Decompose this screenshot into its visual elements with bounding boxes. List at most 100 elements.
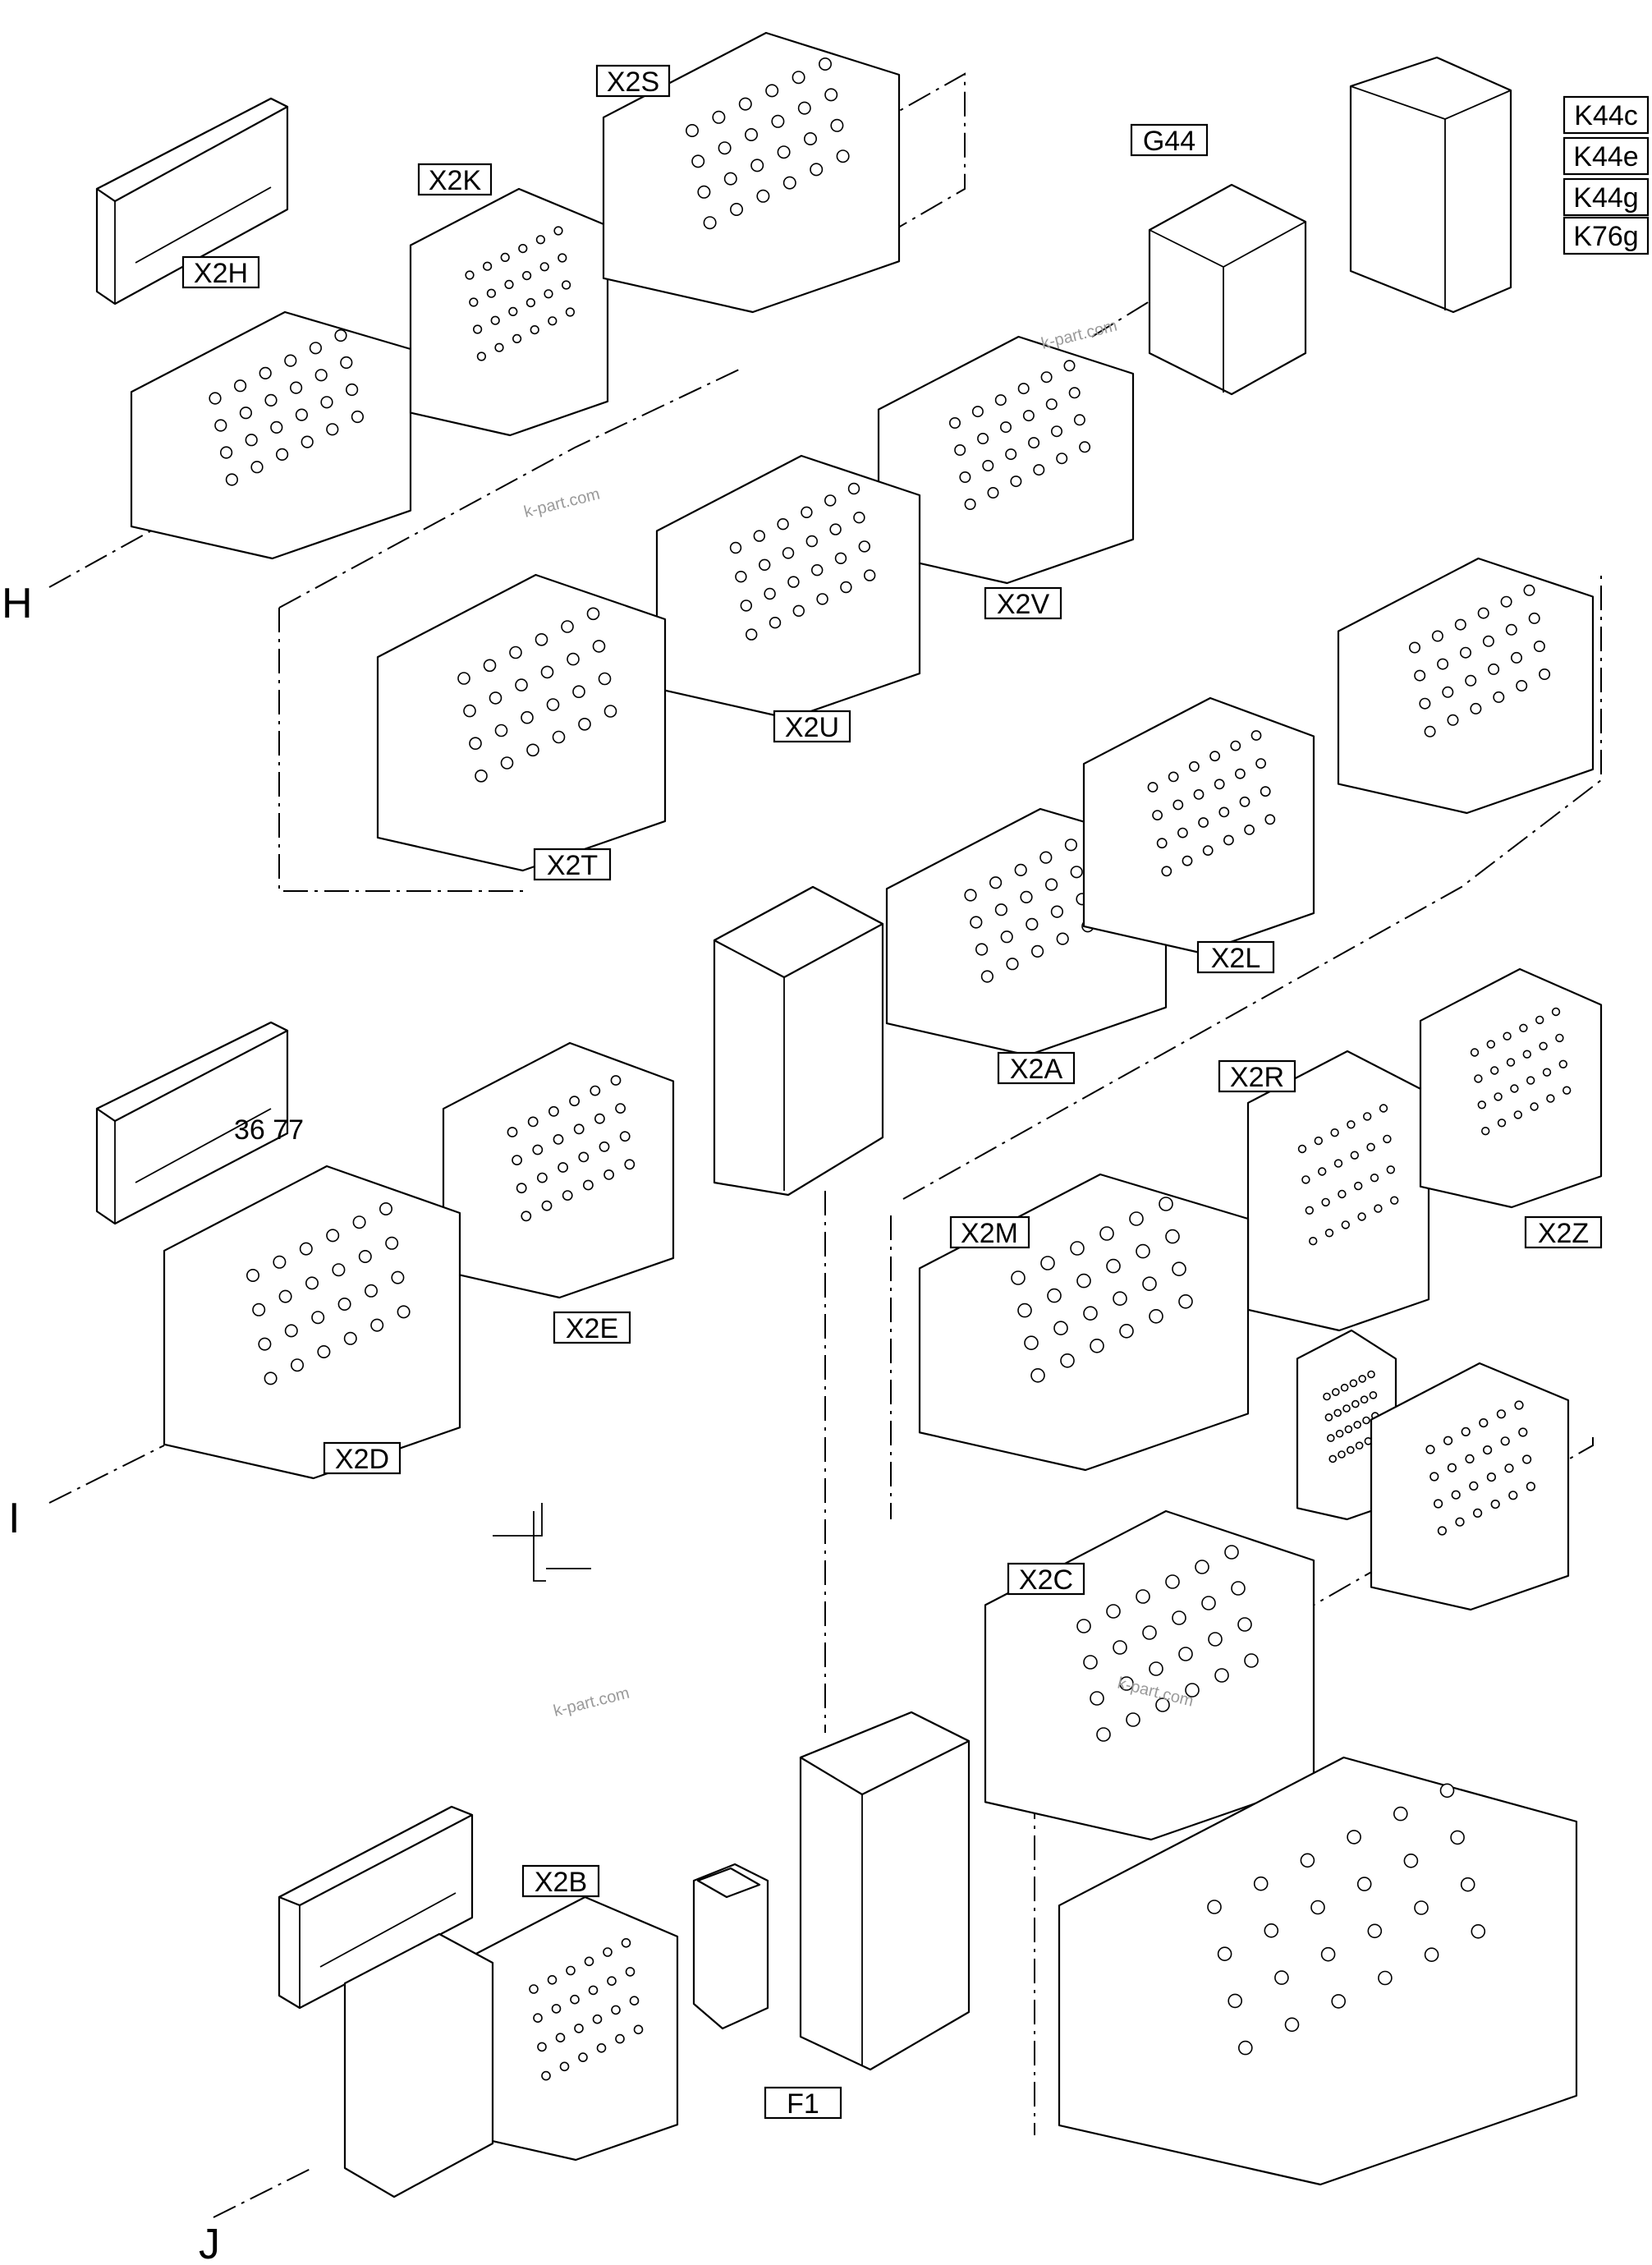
terminal-hole: [1214, 779, 1225, 790]
terminal-hole: [1106, 1258, 1121, 1274]
terminal-hole: [1026, 917, 1039, 930]
terminal-hole: [1508, 1491, 1518, 1500]
terminal-hole: [490, 315, 500, 325]
terminal-hole: [1300, 1853, 1315, 1868]
terminal-hole: [1119, 1676, 1134, 1691]
svg-text:F1: F1: [787, 2088, 819, 2120]
terminal-hole: [1443, 1436, 1453, 1445]
terminal-hole: [273, 1255, 287, 1269]
terminal-hole: [1530, 1102, 1539, 1111]
terminal-hole: [518, 244, 528, 254]
terminal-hole: [457, 672, 470, 685]
terminal-hole: [810, 563, 824, 577]
terminal-hole: [559, 2061, 570, 2072]
terminal-hole: [1433, 1499, 1443, 1509]
terminal-hole: [805, 535, 818, 548]
terminal-hole: [284, 354, 297, 367]
terminal-hole: [1555, 1033, 1564, 1043]
terminal-hole: [1324, 1229, 1334, 1238]
label-k44c: K44c: [1563, 95, 1650, 135]
terminal-hole: [1526, 1482, 1535, 1491]
terminal-hole: [729, 541, 742, 554]
label-x2t: X2T: [533, 848, 612, 881]
terminal-hole: [379, 1202, 392, 1216]
terminal-hole: [578, 717, 591, 731]
terminal-hole: [1050, 905, 1063, 918]
terminal-hole: [787, 576, 800, 588]
terminal-hole: [1047, 1288, 1062, 1303]
terminal-hole: [1489, 1066, 1499, 1075]
terminal-hole: [1369, 1391, 1378, 1399]
terminal-hole: [1323, 1392, 1331, 1401]
terminal-hole: [1477, 607, 1489, 619]
terminal-hole: [334, 328, 347, 342]
terminal-hole: [1516, 679, 1528, 691]
terminal-hole: [599, 1141, 610, 1152]
terminal-hole: [633, 2024, 644, 2035]
terminal-hole: [977, 432, 989, 444]
terminal-hole: [584, 1956, 594, 1967]
svg-text:K76g: K76g: [1573, 221, 1638, 252]
terminal-hole: [629, 1996, 640, 2005]
terminal-hole: [1113, 1640, 1127, 1655]
terminal-hole: [758, 558, 771, 571]
svg-text:X2S: X2S: [607, 67, 659, 98]
terminal-hole: [541, 1200, 553, 1211]
terminal-hole: [1362, 1416, 1370, 1425]
terminal-hole: [1250, 730, 1262, 741]
terminal-hole: [1155, 1698, 1170, 1712]
terminal-hole: [465, 270, 475, 280]
terminal-hole: [245, 434, 258, 447]
terminal-hole: [1228, 1993, 1242, 2009]
terminal-hole: [1152, 810, 1163, 820]
terminal-hole: [1182, 855, 1193, 866]
terminal-hole: [1351, 1399, 1360, 1408]
terminal-hole: [533, 2013, 543, 2023]
terminal-hole: [1504, 1463, 1514, 1473]
terminal-hole: [1314, 1136, 1324, 1146]
terminal-hole: [463, 704, 476, 718]
connector-block: [343, 1932, 494, 2198]
terminal-hole: [1073, 414, 1085, 426]
terminal-hole: [475, 769, 488, 783]
svg-text:K44e: K44e: [1573, 141, 1638, 172]
terminal-hole: [305, 1276, 319, 1290]
terminal-hole: [729, 203, 743, 217]
terminal-hole: [529, 1984, 539, 1994]
terminal-hole: [1511, 651, 1523, 664]
terminal-hole: [214, 419, 227, 432]
terminal-hole: [1260, 786, 1271, 797]
terminal-hole: [1237, 1617, 1252, 1632]
terminal-hole: [521, 1211, 532, 1222]
terminal-block-outline: [163, 1165, 461, 1480]
terminal-hole: [500, 756, 514, 770]
terminal-hole: [1366, 1142, 1375, 1152]
terminal-hole: [1244, 1653, 1259, 1668]
terminal-hole: [570, 1994, 580, 2005]
vertical-duct-lower: [799, 1711, 971, 2071]
watermark: k-part.com: [1039, 317, 1119, 353]
terminal-hole: [552, 730, 566, 744]
terminal-hole: [756, 189, 770, 203]
terminal-hole: [1465, 674, 1477, 687]
terminal-hole: [771, 114, 785, 128]
terminal-hole: [1320, 1946, 1336, 1962]
terminal-hole: [494, 724, 508, 737]
terminal-hole: [1178, 1647, 1193, 1661]
terminal-hole: [1119, 1324, 1134, 1339]
terminal-hole: [1333, 1159, 1343, 1168]
terminal-hole: [1510, 1084, 1519, 1093]
terminal-hole: [596, 2043, 607, 2053]
terminal-hole: [769, 616, 782, 629]
svg-text:X2H: X2H: [194, 258, 248, 289]
terminal-hole: [1439, 1783, 1455, 1799]
terminal-hole: [500, 252, 510, 263]
terminal-hole: [1403, 1854, 1419, 1868]
terminal-hole: [1106, 1604, 1121, 1619]
terminal-hole: [840, 581, 852, 594]
terminal-hole: [527, 1116, 539, 1128]
terminal-hole: [1218, 806, 1230, 818]
terminal-hole: [220, 446, 233, 459]
terminal-hole: [810, 163, 824, 177]
terminal-hole: [476, 351, 487, 361]
